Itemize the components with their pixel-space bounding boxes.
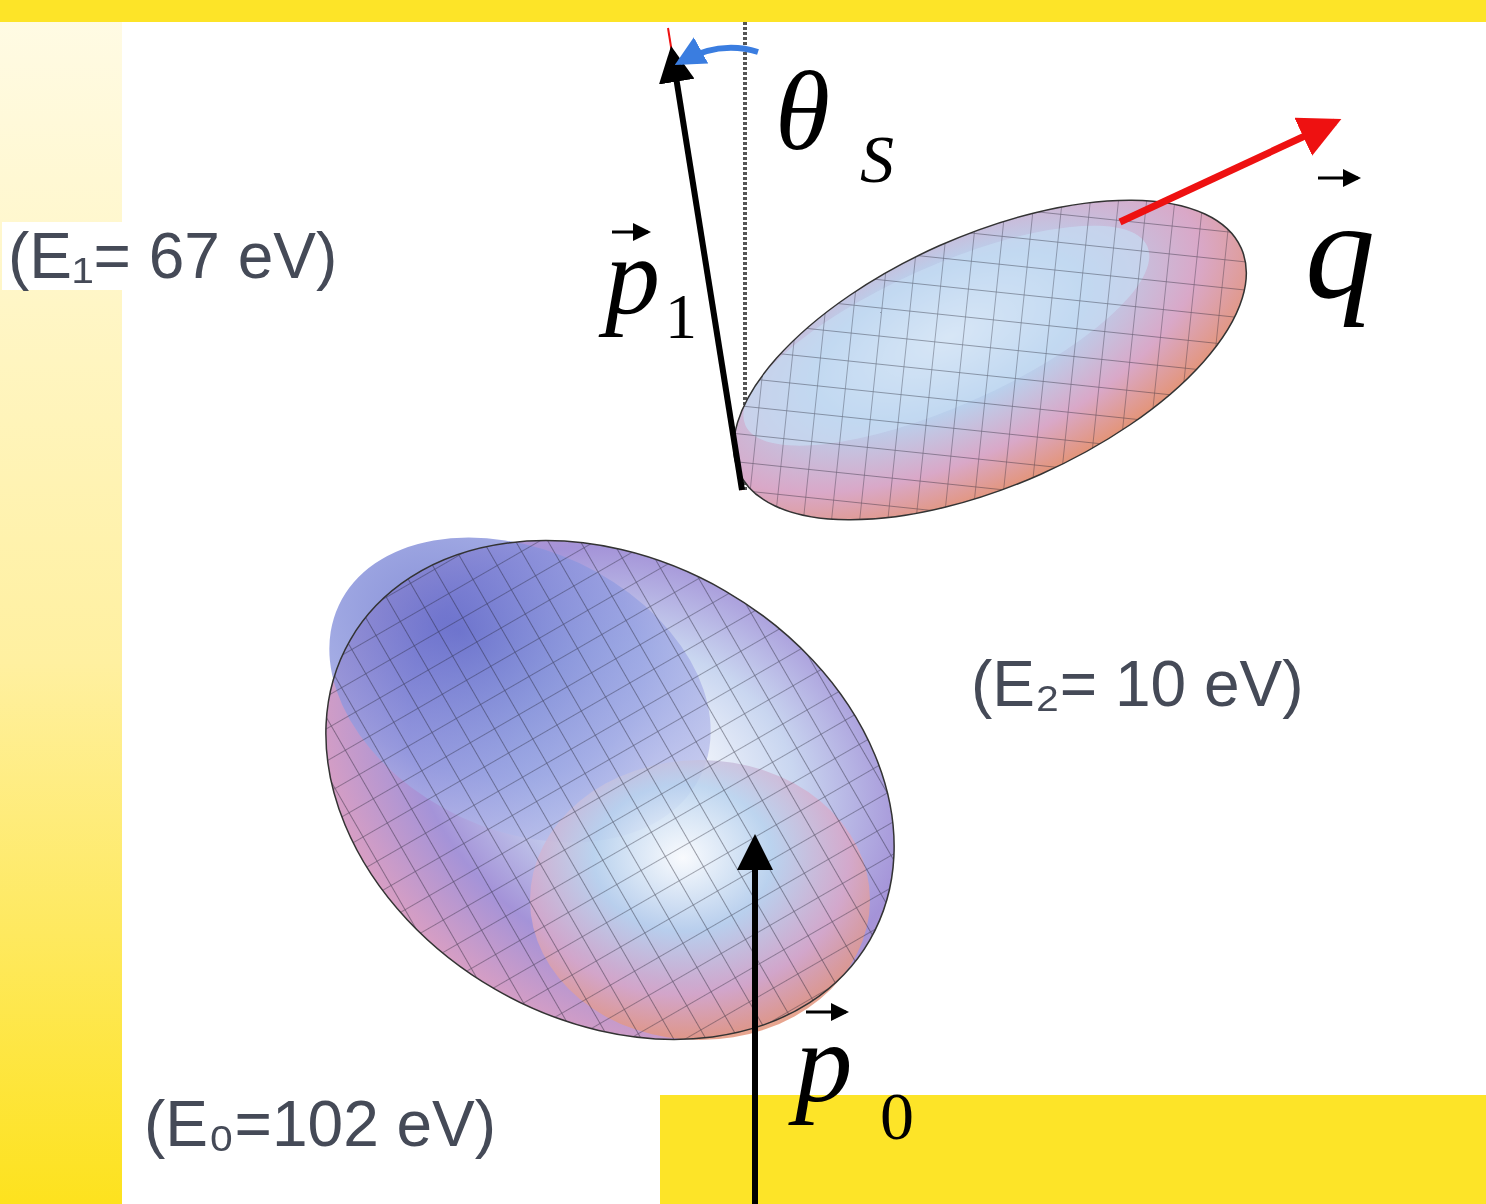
energy-label: (E₂= 10 eV) (965, 650, 1310, 718)
momentum-symbol: p (795, 1005, 853, 1120)
momentum-subscript: 1 (665, 285, 697, 349)
momentum-transfer-symbol: q (1305, 180, 1375, 320)
energy-label: (E₀=102 eV) (138, 1090, 502, 1158)
angle-symbol: θ (775, 55, 830, 167)
angle-subscript: S (860, 125, 894, 193)
momentum-symbol: p (605, 222, 660, 332)
momentum-subscript: 0 (880, 1082, 914, 1150)
energy-label: (E₁= 67 eV) (2, 222, 343, 290)
